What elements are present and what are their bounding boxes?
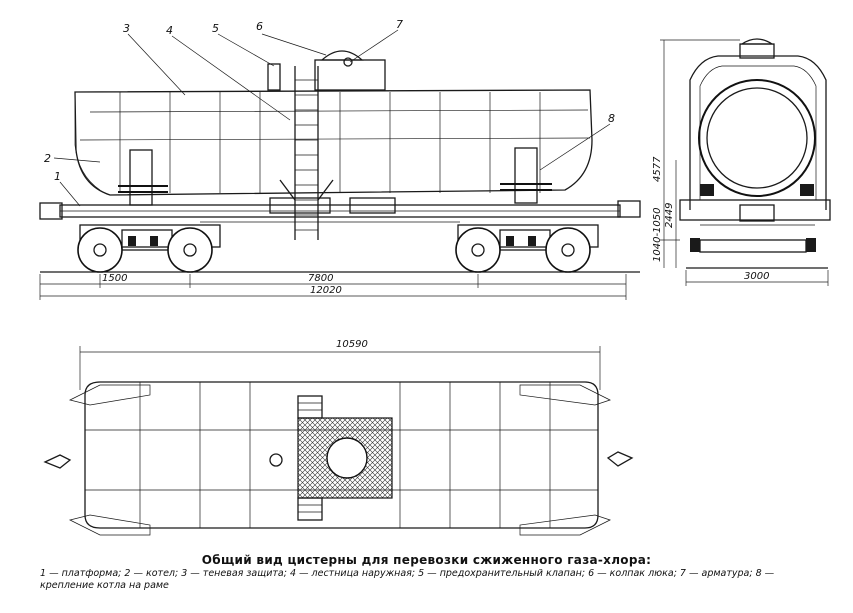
bogie-right	[455, 224, 599, 273]
label-2: 2	[44, 152, 51, 165]
boiler-section	[698, 79, 816, 197]
top-ladder	[297, 395, 323, 521]
dim-12020: 12020	[310, 285, 342, 296]
dome-base	[314, 59, 386, 91]
label-8: 8	[608, 112, 615, 125]
caption-legend: 1 — платформа; 2 — котел; 3 — теневая за…	[40, 568, 775, 591]
side-view: 3 4 5 6 7 8 2 1 1500 7800 12020	[39, 18, 641, 300]
label-5: 5	[212, 22, 219, 35]
end-view: 4577 2449 1040-1050 3000	[652, 38, 831, 286]
top-view: 10590	[43, 339, 634, 536]
bogie-left	[77, 224, 221, 273]
end-dimensions	[660, 39, 829, 286]
dim-1500: 1500	[102, 273, 127, 284]
side-dimensions	[39, 274, 627, 300]
caption-title: Общий вид цистерны для перевозки сжиженн…	[201, 553, 652, 567]
label-7: 7	[396, 18, 403, 31]
top-outline	[84, 381, 599, 529]
label-3: 3	[123, 22, 130, 35]
hatch-top	[326, 437, 368, 479]
dim-3000: 3000	[744, 271, 769, 282]
ladder	[279, 66, 334, 240]
end-frame	[679, 199, 831, 221]
platform-frame	[39, 197, 641, 223]
dim-10590: 10590	[336, 339, 368, 350]
boiler-outline	[74, 89, 593, 196]
dim-4577: 4577	[652, 156, 663, 182]
safety-valve	[267, 63, 281, 91]
label-6: 6	[256, 20, 263, 33]
boiler-mounts	[118, 147, 552, 206]
end-shade-outline	[689, 55, 827, 210]
dim-7800: 7800	[308, 273, 333, 284]
label-4: 4	[166, 24, 173, 37]
hatch-cover	[320, 50, 364, 61]
dim-2449: 2449	[664, 203, 675, 228]
shade-panel-lines	[119, 92, 541, 193]
label-1: 1	[54, 170, 61, 183]
leader-lines	[53, 29, 611, 207]
dim-1040-1050: 1040-1050	[652, 207, 663, 262]
